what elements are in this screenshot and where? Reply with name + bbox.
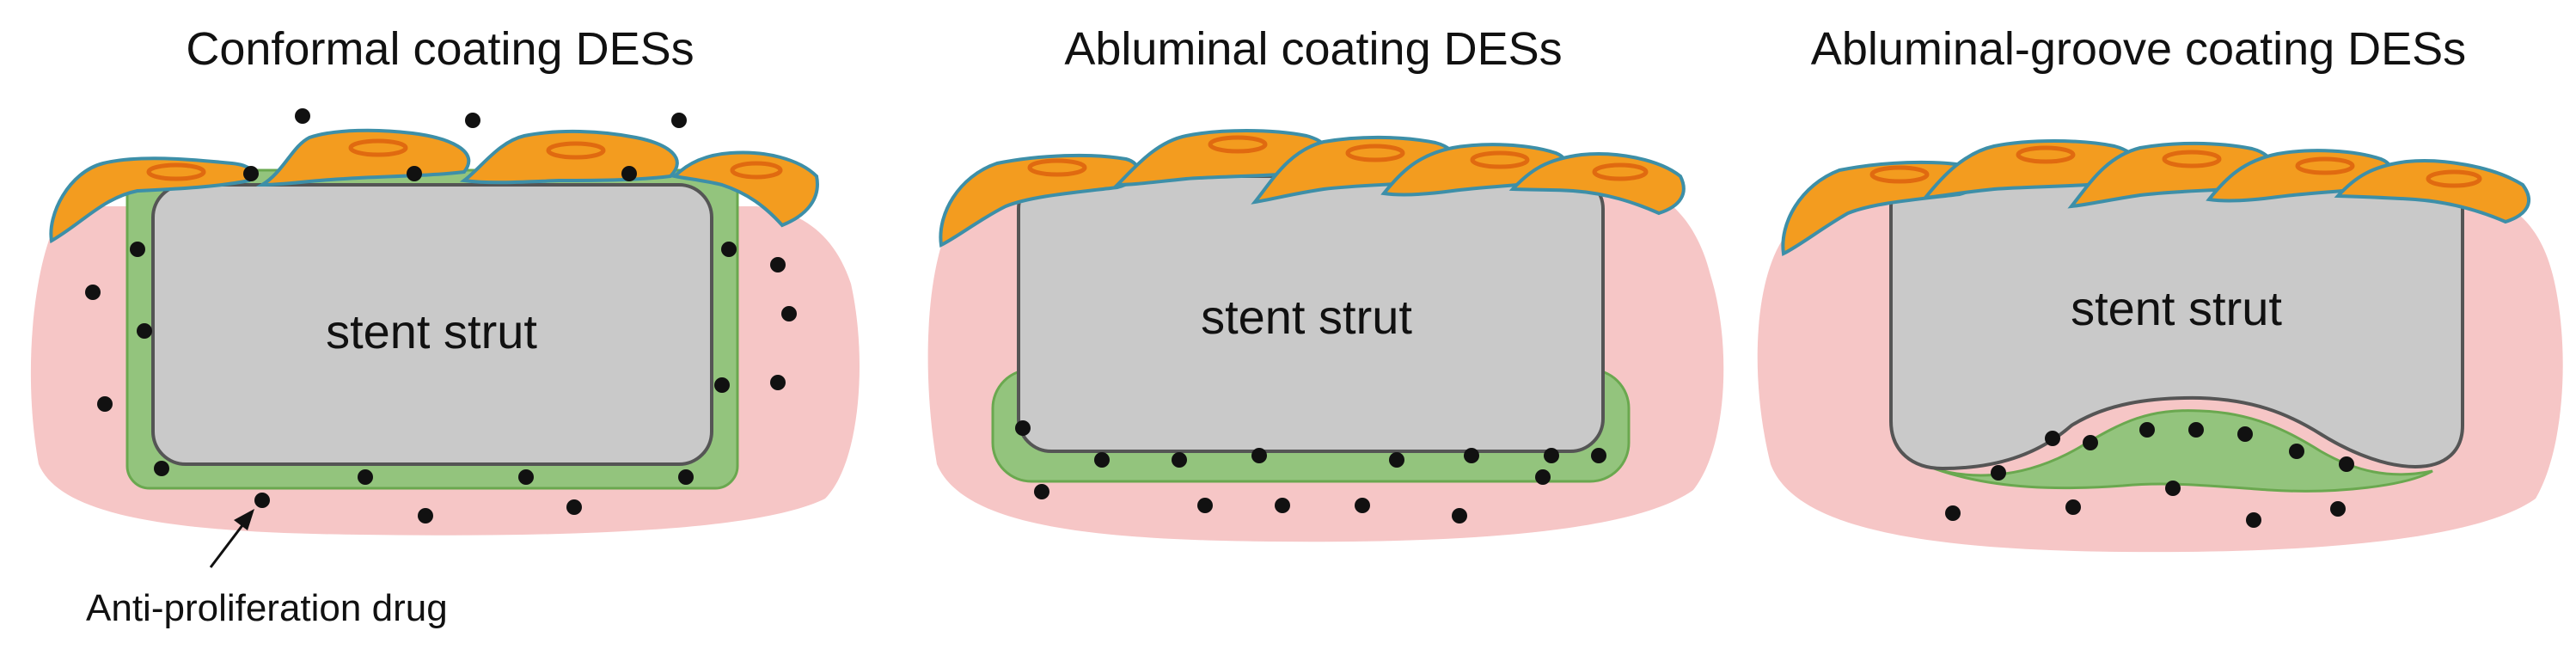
stent-strut-label: stent strut xyxy=(1201,290,1412,344)
panel-conformal: Conformal coating DESs stent strut xyxy=(30,23,860,629)
drug-dot xyxy=(407,166,422,181)
nucleus-icon xyxy=(2016,145,2076,164)
nucleus-icon xyxy=(2162,150,2222,168)
drug-dot xyxy=(1197,498,1213,513)
drug-dot xyxy=(770,375,786,390)
drug-dot xyxy=(2083,435,2098,450)
stent-strut-label: stent strut xyxy=(326,304,537,358)
drug-dot xyxy=(2237,426,2253,442)
panel-title-abluminal: Abluminal coating DESs xyxy=(1064,23,1562,75)
drug-dot xyxy=(1544,448,1559,463)
drug-dot xyxy=(1355,498,1370,513)
drug-dot xyxy=(85,285,101,300)
drug-dot xyxy=(130,242,145,257)
drug-dot xyxy=(1251,448,1267,463)
drug-dot xyxy=(1015,420,1031,436)
endothelial-cell-layer xyxy=(939,129,1686,248)
drug-dot xyxy=(721,242,737,257)
drug-dot xyxy=(621,166,637,181)
drug-dot xyxy=(1464,448,1479,463)
panel-abluminal: Abluminal coating DESs stent strut xyxy=(927,23,1724,542)
drug-particles xyxy=(1015,420,1606,523)
nucleus-icon xyxy=(2426,169,2482,188)
drug-dot xyxy=(243,166,259,181)
endothelial-cell-layer xyxy=(1781,139,2531,257)
drug-dot xyxy=(678,469,694,485)
endothelial-cell-icon xyxy=(2334,159,2531,224)
drug-dot xyxy=(465,113,480,128)
drug-dot xyxy=(2339,456,2354,472)
drug-particles xyxy=(85,108,797,523)
drug-dot xyxy=(2165,481,2181,496)
nucleus-icon xyxy=(1470,150,1530,169)
drug-dot xyxy=(566,499,582,515)
stent-strut xyxy=(151,183,713,466)
drug-dot xyxy=(1945,505,1961,521)
drug-dot xyxy=(2330,501,2346,517)
drug-dot xyxy=(2065,499,2081,515)
drug-dot xyxy=(97,396,113,412)
drug-dot xyxy=(671,113,687,128)
nucleus-icon xyxy=(1027,158,1087,177)
nucleus-icon xyxy=(2295,156,2355,175)
panel-title-abluminal-groove: Abluminal-groove coating DESs xyxy=(1811,23,2466,75)
drug-dot xyxy=(154,461,169,476)
drug-dot xyxy=(254,493,270,508)
drug-dot xyxy=(1452,508,1467,523)
drug-dot xyxy=(2139,422,2155,438)
panel-abluminal-groove: Abluminal-groove coating DESs stent stru… xyxy=(1757,23,2563,553)
annotation-label: Anti-proliferation drug xyxy=(86,587,448,629)
drug-annotation: Anti-proliferation drug xyxy=(86,509,448,629)
drug-dot xyxy=(1991,465,2006,481)
nucleus-icon xyxy=(730,161,783,180)
drug-dot xyxy=(781,306,797,321)
drug-dot xyxy=(2188,422,2204,438)
drug-dot xyxy=(295,108,310,124)
nucleus-icon xyxy=(1345,144,1405,162)
drug-dot xyxy=(1389,452,1404,468)
drug-dot xyxy=(1034,484,1049,499)
drug-dot xyxy=(1275,498,1290,513)
arrowhead-icon xyxy=(234,509,254,530)
drug-dot xyxy=(137,323,152,339)
nucleus-icon xyxy=(1592,162,1649,181)
drug-dot xyxy=(2045,431,2060,446)
drug-dot xyxy=(2289,444,2304,459)
drug-dot xyxy=(358,469,373,485)
drug-dot xyxy=(418,508,433,523)
panel-title-conformal: Conformal coating DESs xyxy=(186,23,694,75)
drug-dot xyxy=(1094,452,1110,468)
drug-particles xyxy=(1945,422,2354,528)
drug-dot xyxy=(1172,452,1187,468)
drug-dot xyxy=(518,469,534,485)
nucleus-icon xyxy=(1869,165,1930,184)
nucleus-icon xyxy=(1208,135,1268,154)
drug-dot xyxy=(1535,469,1551,485)
drug-dot xyxy=(714,377,730,393)
nucleus-icon xyxy=(146,162,206,181)
drug-dot xyxy=(770,257,786,272)
drug-dot xyxy=(2246,512,2261,528)
nucleus-icon xyxy=(348,138,408,157)
stent-strut-label: stent strut xyxy=(2071,281,2282,335)
nucleus-icon xyxy=(546,141,606,160)
drug-dot xyxy=(1591,448,1606,463)
